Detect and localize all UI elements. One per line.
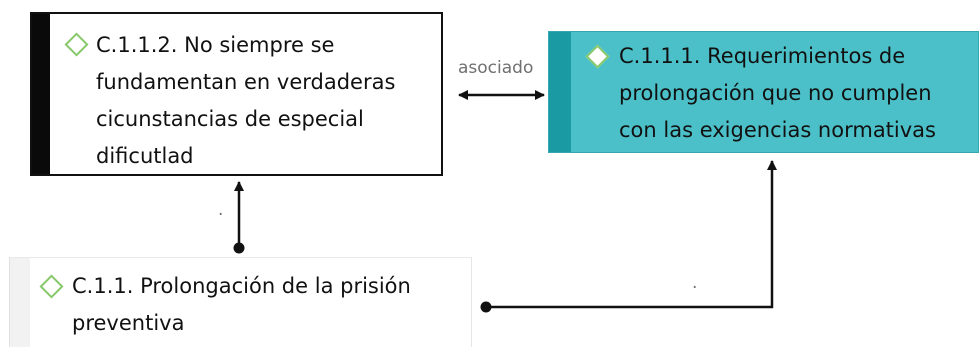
elbow-connector[interactable] (486, 160, 777, 309)
diamond-icon (64, 32, 89, 57)
node-c11[interactable]: C.1.1. Prolongación de la prisión preven… (9, 257, 472, 347)
node-c11-text: C.1.1. Prolongación de la prisión preven… (72, 274, 411, 335)
diamond-icon (39, 274, 64, 299)
elbow-edge-label: . (692, 273, 698, 293)
node-c112-text: C.1.1.2. No siempre se fundamentan en ve… (96, 33, 396, 168)
node-c111-text: C.1.1.1. Requerimientos de prolongación … (619, 44, 936, 142)
node-c11-side-bar (10, 258, 30, 347)
node-c111[interactable]: C.1.1.1. Requerimientos de prolongación … (548, 31, 979, 153)
vertical-connector-origin-dot (233, 242, 245, 254)
associated-edge-label: asociado (458, 58, 534, 78)
diamond-icon (585, 44, 610, 69)
elbow-connector-origin-dot (480, 301, 492, 313)
node-c112[interactable]: C.1.1.2. No siempre se fundamentan en ve… (30, 12, 443, 176)
node-c111-side-bar (549, 32, 571, 152)
node-c112-side-bar (32, 14, 50, 174)
vertical-edge-label: . (218, 200, 224, 220)
